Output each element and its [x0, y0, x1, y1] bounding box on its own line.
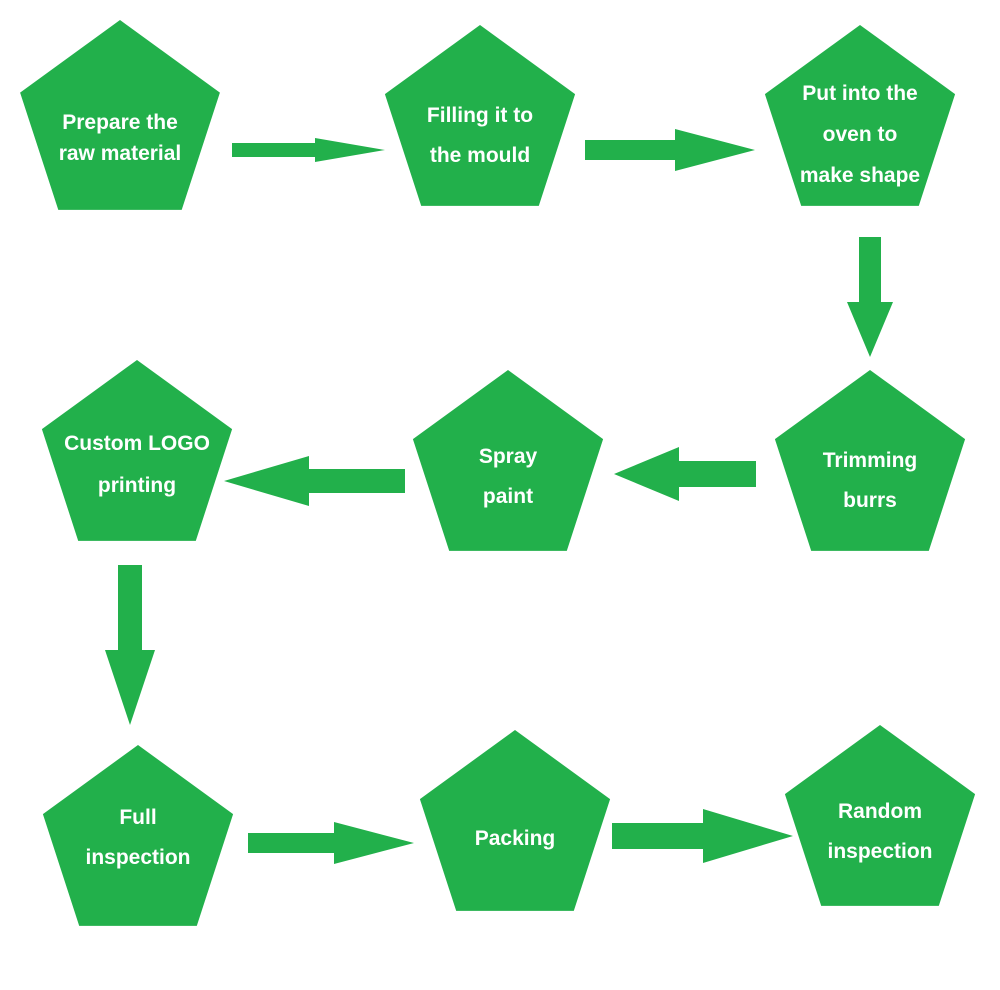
pentagon-shape — [419, 730, 611, 911]
step-label-line: oven to — [823, 123, 898, 146]
step-label-line: raw material — [59, 142, 182, 165]
pentagon-shape — [20, 20, 220, 210]
step-label-line: Trimming — [823, 449, 918, 472]
arrow-spray-to-logo — [224, 456, 405, 506]
arrow-full-to-packing — [248, 822, 414, 864]
arrow-filling-to-oven — [585, 129, 755, 171]
arrow-prepare-to-filling — [232, 138, 385, 162]
step-spray: Spray paint — [412, 370, 604, 551]
step-label-line: Put into the — [802, 82, 917, 105]
step-trimming: Trimming burrs — [774, 370, 966, 551]
step-label-line: burrs — [843, 489, 897, 512]
step-label-line: paint — [483, 485, 533, 508]
step-label-line: inspection — [827, 840, 932, 863]
step-oven: Put into the oven to make shape — [764, 25, 956, 206]
step-prepare: Prepare the raw material — [20, 20, 220, 210]
step-logo: Custom LOGO printing — [41, 360, 233, 541]
step-label-line: Full — [119, 806, 156, 829]
pentagon-shape — [41, 360, 233, 541]
step-label-line: Custom LOGO — [64, 432, 210, 455]
step-label-line: inspection — [85, 846, 190, 869]
pentagon-shape — [784, 725, 976, 906]
step-random: Random inspection — [784, 725, 976, 906]
step-packing: Packing — [419, 730, 611, 911]
pentagon-shape — [42, 745, 234, 926]
step-label-line: Packing — [475, 827, 556, 850]
step-label-line: Spray — [479, 445, 538, 468]
pentagon-shape — [764, 25, 956, 206]
arrow-logo-to-full — [105, 565, 155, 725]
step-label-line: printing — [98, 474, 176, 497]
step-label-line: the mould — [430, 144, 530, 167]
pentagon-shape — [774, 370, 966, 551]
step-label-line: Random — [838, 800, 922, 823]
arrow-packing-to-random — [612, 809, 793, 863]
step-label-line: Prepare the — [62, 111, 178, 134]
step-filling: Filling it to the mould — [384, 25, 576, 206]
step-label-line: Filling it to — [427, 104, 533, 127]
arrow-oven-to-trimming — [847, 237, 893, 357]
arrow-trimming-to-spray — [614, 447, 756, 501]
pentagon-shape — [412, 370, 604, 551]
step-label-line: make shape — [800, 164, 920, 187]
pentagon-shape — [384, 25, 576, 206]
step-full: Full inspection — [42, 745, 234, 926]
